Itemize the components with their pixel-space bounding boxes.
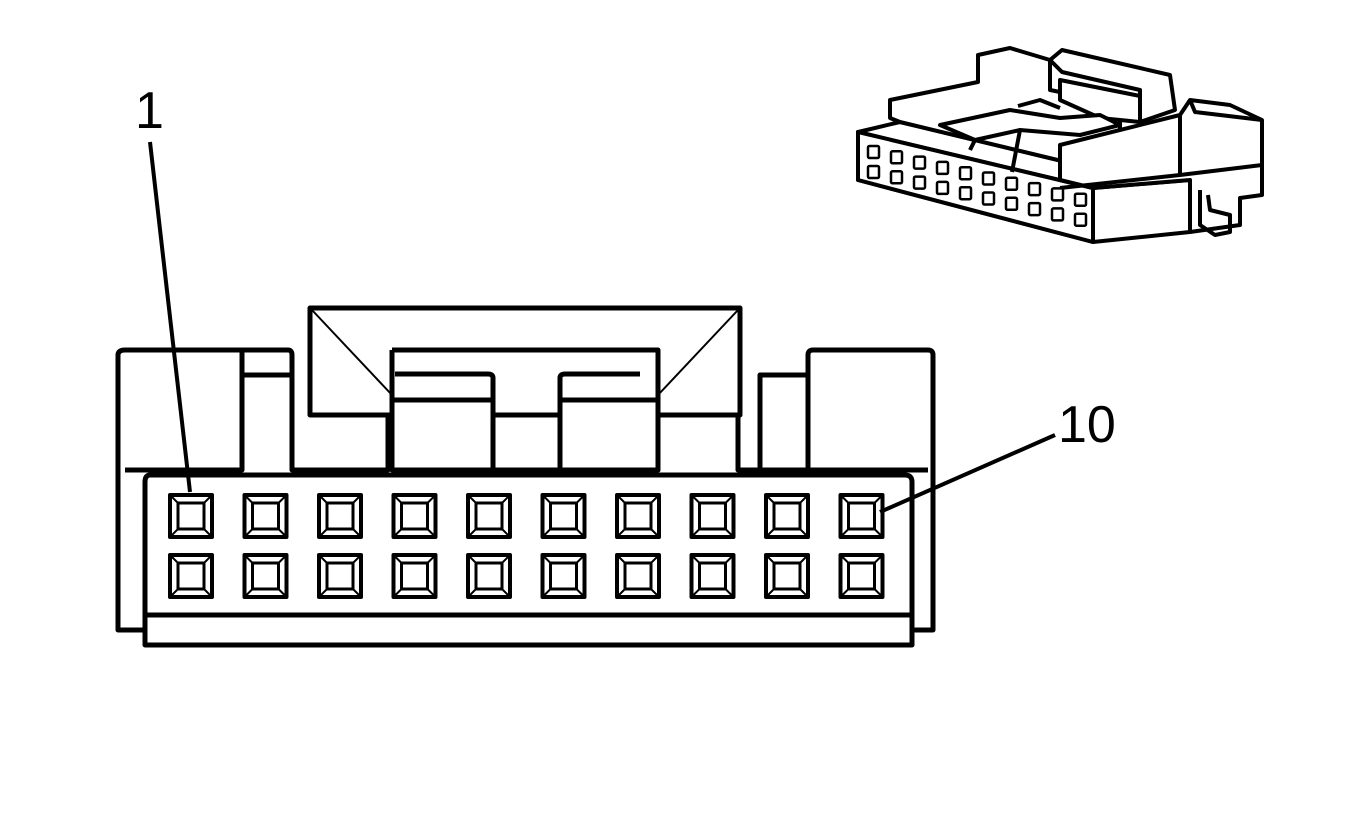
pin-cavity [540,553,587,599]
pin-cavity [764,553,810,599]
iso-pin-cavity [958,165,973,181]
iso-pin-cavity [889,150,904,165]
iso-right-clip [1198,190,1232,237]
pin-cavity [838,553,885,599]
iso-tongue [938,108,1122,142]
pin-cavity [466,553,512,599]
pin-cavity [168,493,214,539]
iso-pin-cavity [912,175,927,190]
iso-right-box-edges [1059,99,1263,190]
iso-pin-cavity [866,164,881,180]
connector-front-view [115,305,936,648]
pin-cavity [168,553,214,599]
pin-grid [168,493,885,599]
iso-pin-cavity [935,180,950,196]
callouts: 1 10 [135,82,1116,514]
pin-cavity [615,493,661,539]
callout-leader-first [148,141,192,493]
iso-pin-cavity [958,185,973,201]
connector-iso-view [856,46,1264,244]
iso-pin-cavity [1050,207,1065,222]
pin-cavity [689,493,736,539]
iso-pin-cavity [912,155,927,170]
iso-pin-cavity [1004,176,1019,192]
iso-pin-cavity [1004,196,1019,212]
iso-pin-cavity [981,171,996,186]
iso-pin-cavity [1073,212,1088,227]
pin-cavity [242,493,289,539]
iso-pin-cavity [1027,201,1042,217]
callout-label-first: 1 [135,82,164,140]
iso-pin-cavity [1027,181,1042,197]
pin-cavity [242,553,289,599]
iso-pin-grid [866,144,1088,227]
pin-cavity [391,553,438,599]
pin-cavity [689,553,736,599]
iso-tongue-ridge [968,98,1061,173]
pin-cavity [317,553,363,599]
housing-right-notch [757,372,928,473]
pin-cavity [391,493,438,539]
iso-pin-cavity [866,144,881,160]
pin-cavity [317,493,363,539]
pin-cavity [540,493,587,539]
iso-pin-cavity [935,160,950,176]
pin-cavity [615,553,661,599]
pin-cavity [838,493,885,539]
iso-pin-cavity [981,191,996,206]
iso-latch-slot [1058,78,1142,124]
housing-left-notch [125,350,292,473]
latch-diagonal-right [657,309,739,396]
pin-cavity [764,493,810,539]
callout-label-last: 10 [1058,396,1116,454]
iso-pin-cavity [1050,187,1065,202]
latch-diagonal-left [311,309,393,396]
callout-leader-last [879,433,1056,514]
iso-pin-cavity [1073,192,1088,207]
iso-latch [1048,48,1177,124]
iso-pin-cavity [889,170,904,185]
pin-cavity [466,493,512,539]
latch-inner-top [389,347,661,473]
